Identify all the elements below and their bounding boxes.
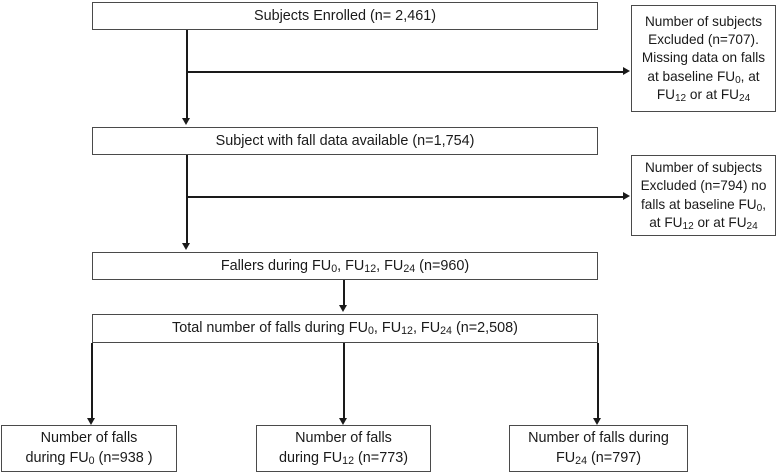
node-fall-data-available-label: Subject with fall data available (n=1,75… (215, 132, 475, 149)
subscript-fu12: 12 (682, 220, 694, 232)
connector-total-to-fu12 (343, 343, 345, 419)
arrowhead-total-to-fu0 (87, 418, 95, 425)
node-excluded-missing-data: Number of subjects Excluded (n=707). Mis… (631, 5, 776, 112)
subscript-fu24: 24 (575, 454, 587, 467)
subscript-fu0: 0 (756, 202, 763, 214)
connector-enrolled-to-falldata (186, 30, 188, 119)
node-fallers: Fallers during FU0, FU12, FU24 (n=960) (92, 252, 598, 280)
node-fallers-label: Fallers during FU0, FU12, FU24 (n=960) (220, 257, 470, 275)
subscript-fu0: 0 (735, 74, 741, 86)
node-falls-fu12-label: Number of falls during FU12 (n=773) (278, 430, 409, 467)
node-excluded-no-falls: Number of subjects Excluded (n=794) no f… (631, 155, 776, 236)
node-total-falls: Total number of falls during FU0, FU12, … (92, 314, 598, 343)
subscript-fu0: 0 (367, 325, 374, 338)
node-total-falls-label: Total number of falls during FU0, FU12, … (172, 320, 518, 338)
connector-total-to-fu24 (597, 343, 599, 419)
node-falls-fu0-label: Number of falls during FU0 (n=938 ) (25, 430, 153, 467)
arrowhead-falldata-to-fallers (182, 243, 190, 250)
arrowhead-total-to-fu24 (593, 418, 601, 425)
node-subjects-enrolled-label: Subjects Enrolled (n= 2,461) (254, 7, 436, 24)
node-falls-fu0: Number of falls during FU0 (n=938 ) (1, 425, 177, 472)
connector-falldata-to-fallers (186, 155, 188, 244)
subscript-fu24: 24 (746, 220, 758, 232)
node-excluded-missing-data-label: Number of subjects Excluded (n=707). Mis… (641, 13, 766, 104)
subscript-fu12: 12 (401, 325, 413, 338)
subscript-fu24: 24 (739, 93, 751, 104)
subscript-fu0: 0 (88, 454, 95, 467)
node-falls-fu24-label: Number of falls during FU24 (n=797) (528, 430, 669, 467)
subscript-fu24: 24 (403, 262, 416, 275)
connector-fallers-to-total (343, 280, 345, 306)
arrowhead-total-to-fu12 (339, 418, 347, 425)
subscript-fu0: 0 (331, 262, 338, 275)
subscript-fu12: 12 (364, 262, 377, 275)
connector-falldata-to-excluded-nofalls (186, 196, 624, 198)
subscript-fu24: 24 (440, 325, 452, 338)
node-fall-data-available: Subject with fall data available (n=1,75… (92, 127, 598, 155)
subscript-fu12: 12 (674, 93, 687, 104)
connector-enrolled-to-excluded-missing (186, 71, 624, 73)
node-falls-fu24: Number of falls during FU24 (n=797) (509, 425, 688, 472)
node-excluded-no-falls-label: Number of subjects Excluded (n=794) no f… (640, 160, 767, 232)
arrowhead-falldata-to-excluded-nofalls (623, 192, 630, 200)
arrowhead-enrolled-to-excluded-missing (623, 67, 630, 75)
arrowhead-enrolled-to-falldata (182, 118, 190, 125)
arrowhead-fallers-to-total (339, 305, 347, 312)
connector-total-to-fu0 (91, 343, 93, 419)
node-subjects-enrolled: Subjects Enrolled (n= 2,461) (92, 2, 598, 30)
subscript-fu12: 12 (342, 454, 354, 467)
node-falls-fu12: Number of falls during FU12 (n=773) (256, 425, 431, 472)
